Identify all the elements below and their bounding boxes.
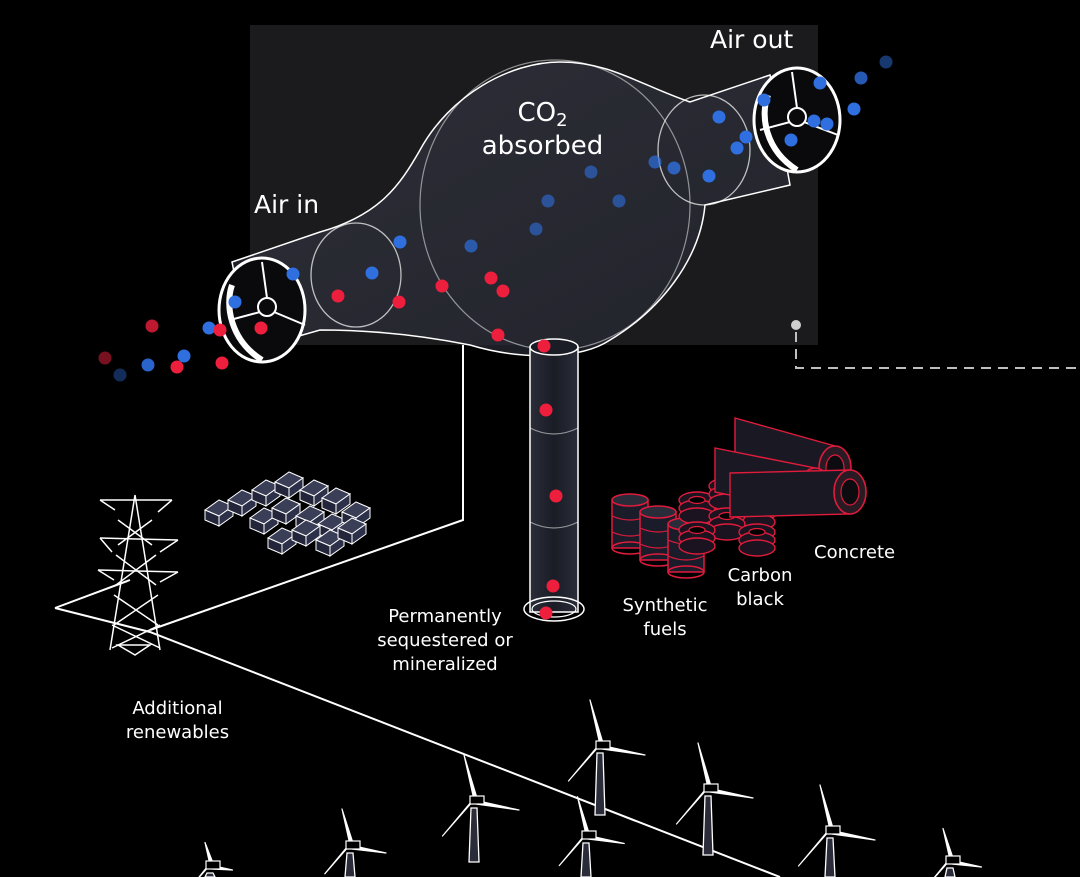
air-particle bbox=[820, 117, 834, 131]
air-particle bbox=[784, 133, 798, 147]
co2-subscript: 2 bbox=[556, 110, 568, 131]
co2-particle bbox=[539, 403, 553, 417]
air-particle bbox=[286, 267, 300, 281]
air-particles bbox=[98, 55, 893, 620]
air-particle bbox=[712, 110, 726, 124]
air-out-label: Air out bbox=[710, 25, 794, 54]
co2-particle bbox=[170, 360, 184, 374]
carbon-line-2: black bbox=[736, 589, 784, 610]
renewables-label: Additional renewables bbox=[115, 697, 240, 745]
air-particle bbox=[365, 266, 379, 280]
air-particle bbox=[847, 102, 861, 116]
air-particle bbox=[612, 194, 626, 208]
air-particle bbox=[648, 155, 662, 169]
carbon-line-1: Carbon bbox=[727, 565, 793, 586]
co2-particle bbox=[98, 351, 112, 365]
air-particle bbox=[141, 358, 155, 372]
wind-turbine-icon bbox=[198, 699, 983, 877]
co2-particle bbox=[254, 321, 268, 335]
power-pylon-icon bbox=[97, 494, 179, 656]
co2-particle bbox=[331, 289, 345, 303]
air-particle bbox=[228, 295, 242, 309]
air-particle bbox=[757, 93, 771, 107]
co2-particle bbox=[392, 295, 406, 309]
air-particle bbox=[739, 130, 753, 144]
co2-particle bbox=[484, 271, 498, 285]
air-particle bbox=[813, 76, 827, 90]
air-particle bbox=[464, 239, 478, 253]
co2-particle bbox=[145, 319, 159, 333]
sequestered-label: Permanently sequestered or mineralized bbox=[370, 605, 520, 677]
air-particle bbox=[393, 235, 407, 249]
sequestered-line-1: Permanently bbox=[388, 606, 502, 627]
sequestered-line-2: sequestered or bbox=[377, 630, 513, 651]
co2-particle bbox=[491, 328, 505, 342]
co2-particle bbox=[213, 323, 227, 337]
air-particle bbox=[730, 141, 744, 155]
sequestration-column bbox=[523, 338, 585, 622]
co2-particle bbox=[546, 579, 560, 593]
co2-label: CO bbox=[517, 98, 557, 128]
co2-particle bbox=[539, 606, 553, 620]
solar-panel-icon bbox=[203, 471, 372, 557]
air-in-label: Air in bbox=[254, 190, 320, 219]
power-cable bbox=[149, 345, 464, 631]
synthetic-line-2: fuels bbox=[643, 619, 687, 640]
air-particle bbox=[113, 368, 127, 382]
air-particle bbox=[202, 321, 216, 335]
air-particle bbox=[807, 114, 821, 128]
co2-particle bbox=[537, 339, 551, 353]
sequestered-line-3: mineralized bbox=[392, 654, 498, 675]
carbon-black-label: Carbon black bbox=[715, 564, 805, 612]
co2-particle bbox=[496, 284, 510, 298]
fan-icon bbox=[217, 256, 307, 364]
connector-dot bbox=[791, 320, 801, 330]
air-particle bbox=[541, 194, 555, 208]
tire-icon bbox=[678, 477, 776, 557]
renewables-line-1: Additional bbox=[132, 698, 223, 719]
dashed-connector bbox=[795, 332, 1080, 369]
co2-particle bbox=[549, 489, 563, 503]
air-particle bbox=[667, 161, 681, 175]
air-particle bbox=[854, 71, 868, 85]
synthetic-line-1: Synthetic bbox=[622, 595, 708, 616]
co2-particle bbox=[215, 356, 229, 370]
synthetic-fuels-label: Synthetic fuels bbox=[615, 594, 715, 642]
renewables-line-2: renewables bbox=[125, 722, 230, 743]
air-particle bbox=[879, 55, 893, 69]
concrete-pipe-icon bbox=[714, 417, 867, 518]
co2-particle bbox=[435, 279, 449, 293]
air-particle bbox=[529, 222, 543, 236]
air-particle bbox=[177, 349, 191, 363]
absorbed-label: absorbed bbox=[481, 131, 604, 161]
concrete-label: Concrete bbox=[814, 542, 896, 563]
air-particle bbox=[584, 165, 598, 179]
air-particle bbox=[702, 169, 716, 183]
air-contactor-body bbox=[231, 59, 791, 357]
co2-absorbed-label: CO2 absorbed bbox=[470, 98, 615, 161]
